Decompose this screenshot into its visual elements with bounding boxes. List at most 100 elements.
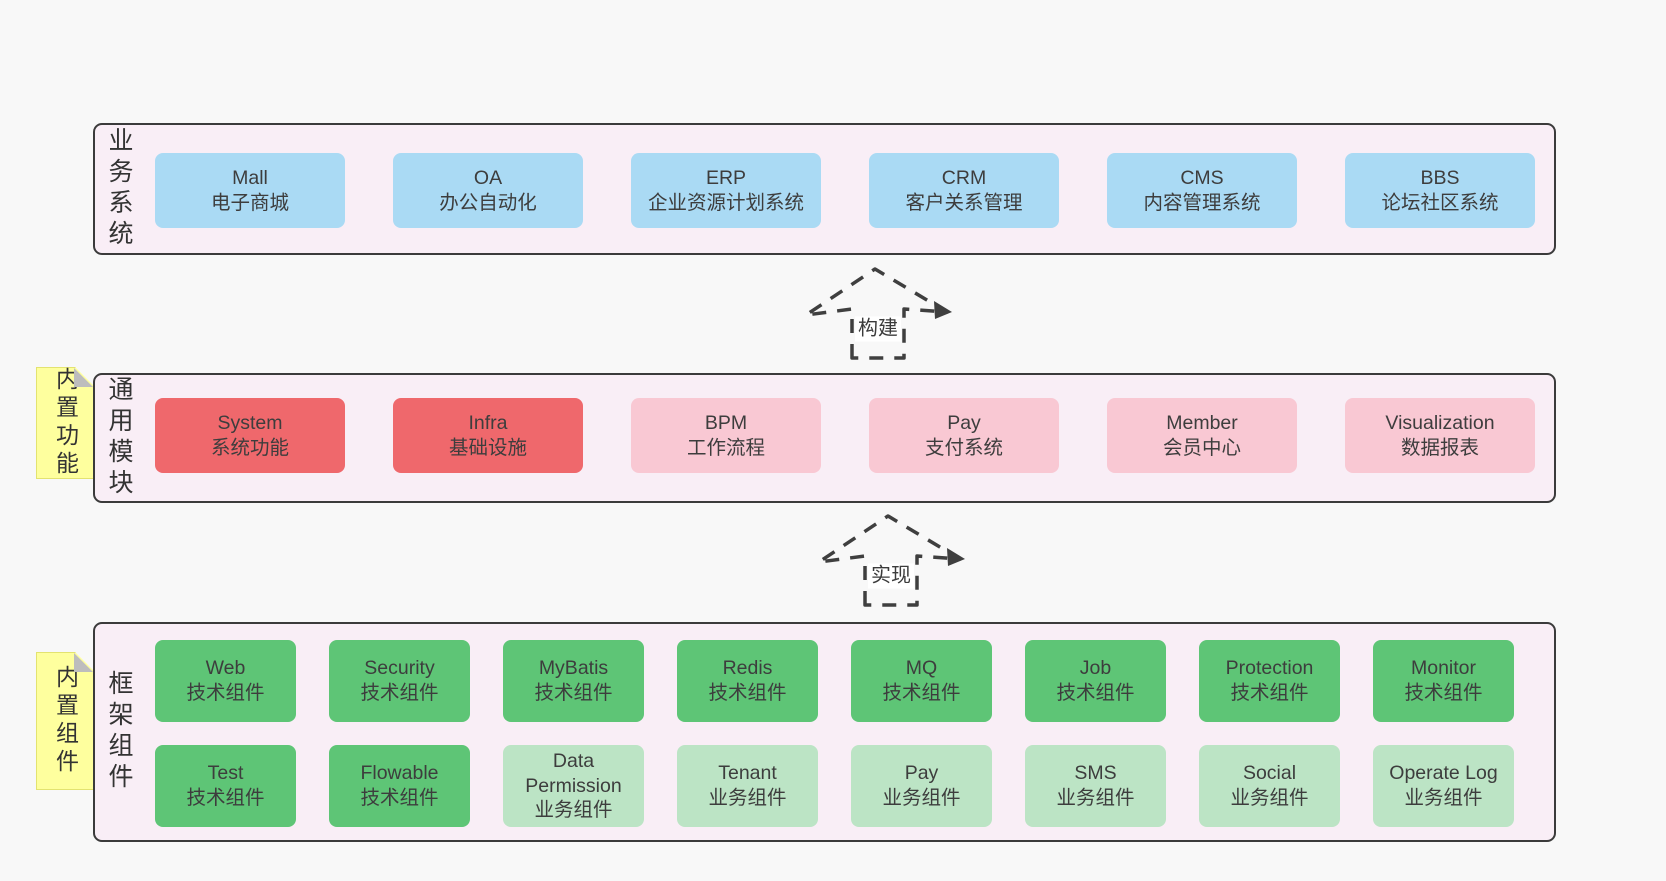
sticky-note-built-in-features: 内置功能	[36, 367, 94, 479]
component-title: Job	[1079, 657, 1112, 680]
module-subtitle: 会员中心	[1162, 436, 1241, 459]
component-title: Monitor	[1410, 657, 1477, 680]
panel-framework-components: 框架组件 Web 技术组件 Security 技术组件 MyBatis 技术组件	[93, 622, 1556, 842]
component-box: Flowable 技术组件	[329, 745, 470, 827]
module-subtitle: 办公自动化	[439, 191, 537, 214]
module-title: Mall	[232, 166, 268, 189]
component-box: Social 业务组件	[1199, 745, 1340, 827]
component-subtitle: 业务组件	[1230, 787, 1309, 809]
component-box: MyBatis 技术组件	[503, 640, 644, 722]
module-box: System 系统功能	[155, 398, 345, 473]
module-subtitle: 内容管理系统	[1143, 191, 1261, 214]
framework-components-row-2: Test 技术组件 Flowable 技术组件 Data Permission …	[155, 745, 1514, 827]
panel-label-business-systems: 业务系统	[105, 127, 133, 251]
build-arrow-head	[934, 301, 952, 319]
module-subtitle: 工作流程	[686, 436, 765, 459]
component-box: Redis 技术组件	[677, 640, 818, 722]
module-subtitle: 支付系统	[924, 436, 1003, 459]
component-title: Redis	[722, 657, 773, 680]
module-box: Pay 支付系统	[869, 398, 1059, 473]
component-subtitle: 技术组件	[882, 682, 961, 704]
module-subtitle: 客户关系管理	[905, 191, 1023, 214]
component-title: Protection	[1225, 657, 1314, 680]
component-box: Tenant 业务组件	[677, 745, 818, 827]
component-box: SMS 业务组件	[1025, 745, 1166, 827]
component-subtitle: 技术组件	[534, 682, 613, 704]
module-subtitle: 数据报表	[1400, 436, 1479, 459]
implement-arrow-label: 实现	[868, 563, 914, 589]
component-title: Test	[207, 762, 244, 785]
component-box: Job 技术组件	[1025, 640, 1166, 722]
framework-components-row-1: Web 技术组件 Security 技术组件 MyBatis 技术组件 Redi…	[155, 640, 1514, 722]
component-subtitle: 业务组件	[882, 787, 961, 809]
component-subtitle: 技术组件	[1404, 682, 1483, 704]
component-title: MyBatis	[538, 657, 609, 680]
component-subtitle: 业务组件	[708, 787, 787, 809]
module-box: CMS 内容管理系统	[1107, 153, 1297, 228]
module-box: BPM 工作流程	[631, 398, 821, 473]
component-title: SMS	[1074, 762, 1117, 785]
component-box: MQ 技术组件	[851, 640, 992, 722]
component-subtitle: 业务组件	[1056, 787, 1135, 809]
module-title: Pay	[947, 411, 981, 434]
panel-label-framework-components: 框架组件	[105, 670, 133, 794]
module-title: Visualization	[1385, 411, 1495, 434]
component-title: Operate Log	[1389, 762, 1498, 785]
module-title: Member	[1166, 411, 1238, 434]
component-subtitle: 技术组件	[1056, 682, 1135, 704]
component-box: Data Permission 业务组件	[503, 745, 644, 827]
module-subtitle: 企业资源计划系统	[647, 191, 804, 214]
module-box: BBS 论坛社区系统	[1345, 153, 1535, 228]
component-box: Monitor 技术组件	[1373, 640, 1514, 722]
sticky-note-built-in-components: 内置组件	[36, 652, 94, 790]
component-subtitle: 业务组件	[534, 799, 613, 822]
panel-common-modules: 通用模块 System 系统功能 Infra 基础设施 BPM 工作流程	[93, 373, 1556, 503]
module-title: System	[217, 411, 283, 434]
module-title: CMS	[1180, 166, 1224, 189]
component-title: Data Permission	[525, 749, 622, 797]
component-subtitle: 技术组件	[186, 682, 265, 704]
module-title: Infra	[468, 411, 508, 434]
module-box: Infra 基础设施	[393, 398, 583, 473]
module-subtitle: 系统功能	[210, 436, 289, 459]
component-title: Social	[1242, 762, 1297, 785]
module-title: BBS	[1420, 166, 1460, 189]
component-box: Operate Log 业务组件	[1373, 745, 1514, 827]
component-subtitle: 技术组件	[1230, 682, 1309, 704]
module-box: ERP 企业资源计划系统	[631, 153, 821, 228]
module-title: OA	[473, 166, 503, 189]
component-title: Web	[205, 657, 246, 680]
build-arrow-icon	[804, 267, 949, 360]
component-box: Security 技术组件	[329, 640, 470, 722]
module-box: CRM 客户关系管理	[869, 153, 1059, 228]
business-systems-row: Mall 电子商城 OA 办公自动化 ERP 企业资源计划系统 CRM 客户关系…	[155, 153, 1535, 228]
component-box: Test 技术组件	[155, 745, 296, 827]
component-subtitle: 技术组件	[708, 682, 787, 704]
component-subtitle: 技术组件	[186, 787, 265, 809]
build-arrow-label: 构建	[855, 316, 901, 342]
module-box: OA 办公自动化	[393, 153, 583, 228]
module-subtitle: 电子商城	[210, 191, 289, 214]
component-box: Pay 业务组件	[851, 745, 992, 827]
component-title: Pay	[904, 762, 939, 785]
module-subtitle: 论坛社区系统	[1381, 191, 1499, 214]
module-subtitle: 基础设施	[448, 436, 527, 459]
component-subtitle: 技术组件	[360, 787, 439, 809]
component-box: Protection 技术组件	[1199, 640, 1340, 722]
module-box: Mall 电子商城	[155, 153, 345, 228]
implement-arrow-icon	[817, 514, 962, 607]
component-subtitle: 业务组件	[1404, 787, 1483, 809]
sticky-note-text: 内置组件	[52, 665, 79, 777]
component-box: Web 技术组件	[155, 640, 296, 722]
component-title: Security	[364, 657, 435, 680]
module-box: Visualization 数据报表	[1345, 398, 1535, 473]
implement-arrow-head	[947, 548, 965, 566]
component-title: MQ	[905, 657, 938, 680]
panel-business-systems: 业务系统 Mall 电子商城 OA 办公自动化 ERP 企业资源计划系统	[93, 123, 1556, 255]
sticky-note-text: 内置功能	[52, 367, 79, 479]
common-modules-row: System 系统功能 Infra 基础设施 BPM 工作流程 Pay 支付系统	[155, 398, 1535, 473]
module-box: Member 会员中心	[1107, 398, 1297, 473]
component-subtitle: 技术组件	[360, 682, 439, 704]
panel-label-common-modules: 通用模块	[105, 376, 133, 500]
